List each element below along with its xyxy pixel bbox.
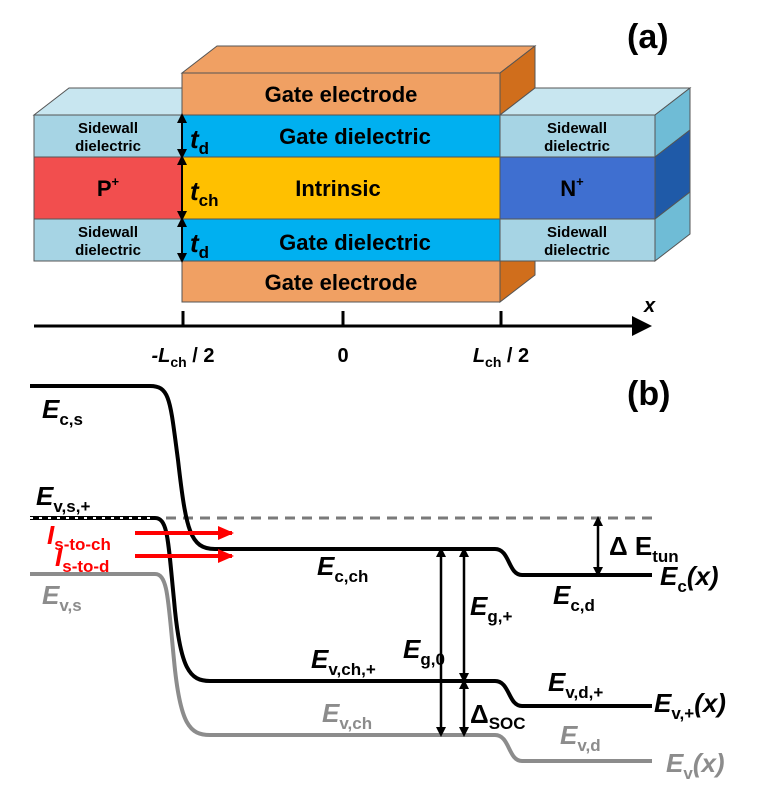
device-structure: Gate electrode Gate dielectric Intrinsic… — [32, 44, 692, 304]
sidewall-dielectric-right-bottom — [499, 218, 656, 262]
sidewall-dielectric-left-bottom — [33, 218, 183, 262]
conduction-band-curve — [30, 384, 652, 577]
gate-electrode-bottom — [181, 260, 501, 303]
gate-electrode-top-label: Gate electrode — [265, 82, 418, 107]
tick-left-label: -Lch / 2 — [151, 345, 214, 370]
Evch-label: Ev,ch — [322, 698, 372, 733]
gate-dielectric-bottom — [181, 218, 501, 262]
td-top-label: td — [190, 124, 209, 158]
td-bottom-label: td — [190, 228, 209, 262]
gate-dielectric-bottom-label: Gate dielectric — [279, 230, 431, 255]
Evchplus-label: Ev,ch,+ — [311, 644, 376, 679]
x-axis-label: x — [643, 295, 656, 317]
band-diagram: Ec,s Ev,s,+ Ev,s Is-to-ch Is-to-d Ec,ch … — [30, 384, 726, 783]
sidewall-left-bottom-line1: Sidewall — [78, 224, 138, 241]
sidewall-left-bottom-line2: dielectric — [75, 242, 141, 259]
sidewall-right-top-line1: Sidewall — [547, 120, 607, 137]
gate-electrode-bottom-label: Gate electrode — [265, 270, 418, 295]
Eg0-label: Eg,0 — [403, 634, 445, 669]
sidewall-left-top-line2: dielectric — [75, 138, 141, 155]
x-axis: x -Lch / 2 0 Lch / 2 — [34, 295, 656, 370]
source-region — [33, 156, 183, 220]
delta-soc-label: ΔSOC — [470, 699, 526, 733]
panel-a-label: (a) — [627, 18, 669, 56]
sidewall-right-bottom-line1: Sidewall — [547, 224, 607, 241]
x-axis-arrowhead — [632, 316, 652, 336]
sidewall-left-top-line1: Sidewall — [78, 120, 138, 137]
Ecs-label: Ec,s — [42, 394, 83, 429]
tick-right-label: Lch / 2 — [473, 345, 529, 370]
Evplusx-label: Ev,+(x) — [654, 688, 726, 723]
channel-label: Intrinsic — [295, 176, 381, 201]
Evsplus-label: Ev,s,+ — [36, 481, 90, 516]
panel-b-label: (b) — [627, 375, 670, 413]
Egplus-label: Eg,+ — [470, 591, 512, 626]
sidewall-right-bottom-line2: dielectric — [544, 242, 610, 259]
source-label: P+ — [97, 174, 120, 201]
Ecx-label: Ec(x) — [660, 561, 719, 596]
I-s-to-ch-label: Is-to-ch — [47, 520, 111, 554]
tick-mid-label: 0 — [337, 345, 348, 367]
sidewall-dielectric-right-top — [499, 114, 656, 158]
gate-top-face — [180, 45, 537, 74]
Evx-label: Ev(x) — [666, 748, 725, 783]
valence-band-curve — [30, 572, 652, 763]
drain-region — [499, 156, 656, 220]
Evdplus-label: Ev,d,+ — [548, 667, 603, 702]
gate-dielectric-top-label: Gate dielectric — [279, 124, 431, 149]
drain-label: N+ — [560, 174, 584, 201]
I-s-to-d-label: Is-to-d — [55, 542, 109, 576]
Ecd-label: Ec,d — [553, 580, 595, 615]
delta-etun-label: Δ Etun — [609, 531, 679, 566]
Evs-label: Ev,s — [42, 580, 82, 615]
Ecch-label: Ec,ch — [317, 551, 368, 586]
Evd-label: Ev,d — [560, 720, 601, 755]
tch-label: tch — [190, 176, 219, 210]
sidewall-right-top-line2: dielectric — [544, 138, 610, 155]
